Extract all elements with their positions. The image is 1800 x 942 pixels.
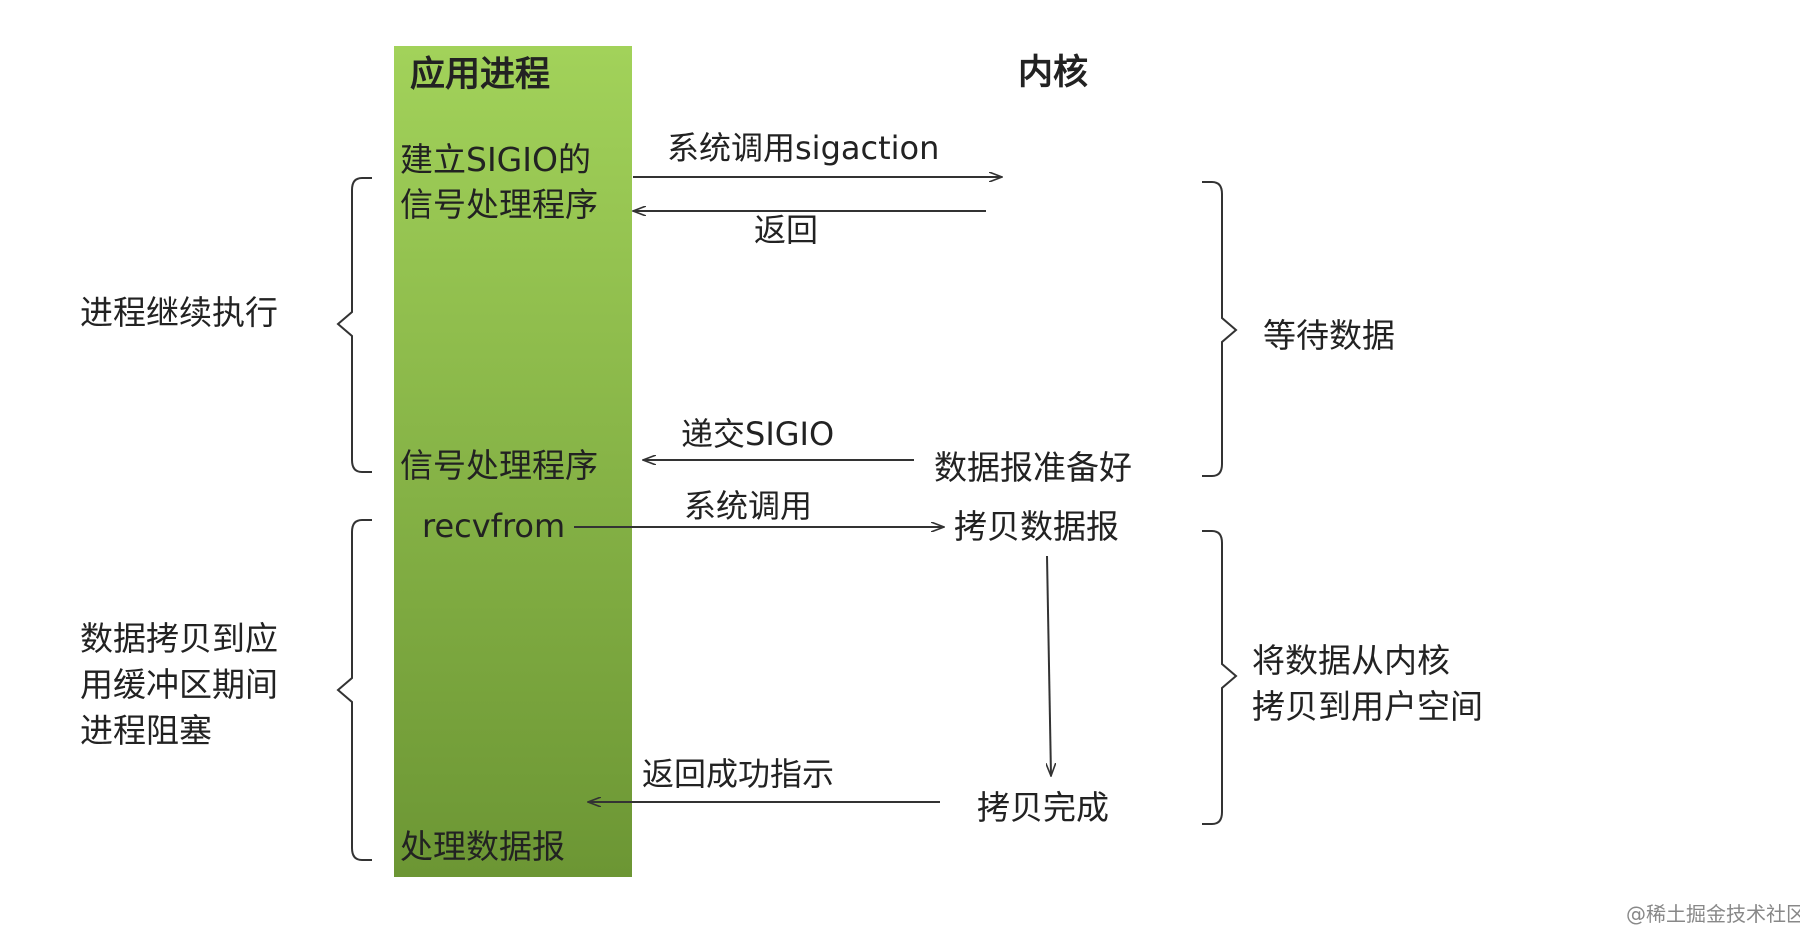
recvfrom-label: recvfrom (422, 507, 566, 545)
copy-done-label: 拷贝完成 (977, 788, 1109, 827)
phase-copy-line: 拷贝到用户空间 (1252, 687, 1483, 726)
app-process-header: 应用进程 (410, 55, 551, 95)
process-datagram-label: 处理数据报 (400, 827, 565, 866)
phase-copy-label: 将数据从内核 拷贝到用户空间 (1252, 638, 1572, 730)
phase-blocked-line: 进程阻塞 (80, 711, 212, 750)
kernel-header: 内核 (1018, 53, 1089, 93)
phase-blocked-label: 数据拷贝到应 用缓冲区期间 进程阻塞 (80, 616, 340, 754)
setup-handler-line1: 建立SIGIO的 (400, 140, 591, 179)
watermark: @稀土掘金技术社区 (1626, 902, 1800, 926)
copy-datagram-label: 拷贝数据报 (954, 507, 1119, 546)
brace-copy-data (1202, 530, 1238, 825)
syscall-sigaction-label: 系统调用sigaction (667, 129, 940, 167)
phase-blocked-line: 用缓冲区期间 (80, 665, 278, 704)
phase-blocked-line: 数据拷贝到应 (80, 619, 278, 658)
deliver-sigio-label: 递交SIGIO (681, 415, 835, 453)
datagram-ready-label: 数据报准备好 (934, 448, 1132, 487)
phase-copy-line: 将数据从内核 (1252, 641, 1450, 680)
phase-continue-label: 进程继续执行 (80, 293, 278, 332)
arrow-copy-progress (1047, 555, 1051, 776)
return-label: 返回 (754, 211, 819, 249)
brace-wait-data (1202, 181, 1238, 477)
return-success-label: 返回成功指示 (642, 755, 835, 793)
syscall-label: 系统调用 (684, 487, 813, 525)
brace-continue (336, 177, 372, 473)
brace-blocked (336, 519, 372, 861)
phase-wait-data-label: 等待数据 (1263, 316, 1395, 355)
setup-handler-line2: 信号处理程序 (400, 185, 598, 224)
signal-handler-label: 信号处理程序 (400, 446, 598, 485)
app-process-bar (394, 46, 632, 877)
